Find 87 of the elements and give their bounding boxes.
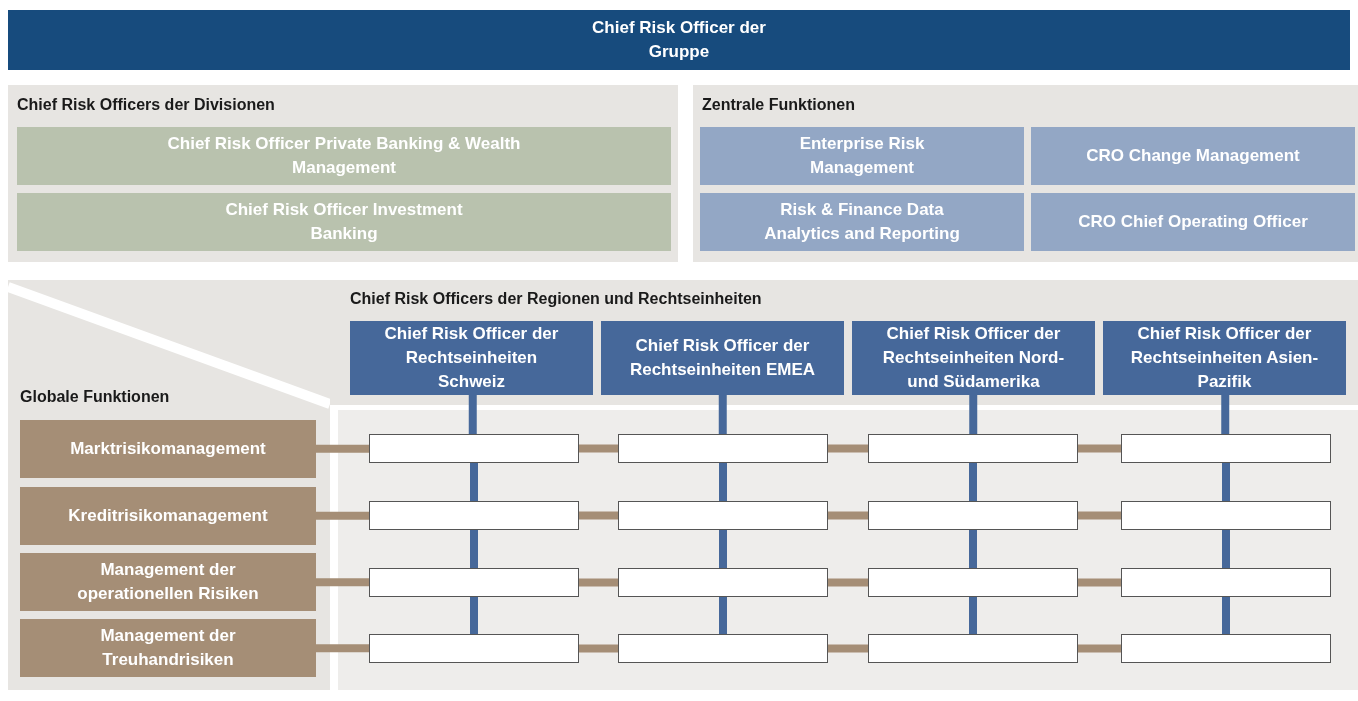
box-label: CRO Chief Operating Officer xyxy=(1078,211,1308,233)
box-label: Enterprise Risk Management xyxy=(798,133,926,179)
group-panel xyxy=(693,85,1358,262)
connector-line xyxy=(719,530,727,568)
function-box xyxy=(20,487,316,545)
region-box xyxy=(1103,321,1346,395)
connector-line xyxy=(579,644,618,653)
panel-heading: Globale Funktionen xyxy=(20,387,170,407)
connector-line xyxy=(828,444,868,453)
connector-line xyxy=(1078,511,1121,520)
box-label: Risk & Finance Data Analytics and Reporting xyxy=(763,199,961,245)
function-box xyxy=(1031,127,1355,185)
connector-line xyxy=(969,395,978,434)
connector-line xyxy=(969,597,977,634)
group-panel xyxy=(330,280,1358,405)
matrix-cell xyxy=(868,634,1078,663)
matrix-cell xyxy=(369,501,579,530)
matrix-cell xyxy=(1121,434,1331,463)
group-panel xyxy=(8,280,330,690)
connector-line xyxy=(969,463,977,501)
division-box xyxy=(17,127,671,185)
box-label: Chief Risk Officer der Rechtseinheiten Asien-Pazifik xyxy=(1129,323,1320,393)
header-bar xyxy=(8,10,1350,70)
connector-line xyxy=(579,578,618,587)
matrix-cell xyxy=(618,568,828,597)
box-label: Chief Risk Officer der Gruppe xyxy=(591,17,767,63)
box-label: Chief Risk Officer der Rechtseinheiten EMEA xyxy=(628,335,817,381)
connector-line xyxy=(470,597,478,634)
connector-line xyxy=(470,463,478,501)
box-label: Chief Risk Officer Private Banking & Wealth Management xyxy=(166,133,522,179)
box-label: CRO Change Management xyxy=(1086,145,1300,167)
connector-line xyxy=(1222,597,1230,634)
matrix-cell xyxy=(868,568,1078,597)
connector-line xyxy=(828,511,868,520)
matrix-cell xyxy=(618,634,828,663)
box-label: Chief Risk Officer der Rechtseinheiten Schweiz xyxy=(383,323,560,393)
connector-line xyxy=(718,395,727,434)
connector-line xyxy=(1078,444,1121,453)
connector-line xyxy=(1221,395,1230,434)
matrix-cell xyxy=(868,501,1078,530)
matrix-cell xyxy=(369,634,579,663)
matrix-cell xyxy=(1121,501,1331,530)
connector-line xyxy=(468,395,477,434)
connector-line xyxy=(1222,530,1230,568)
region-box xyxy=(601,321,844,395)
function-box xyxy=(20,553,316,611)
matrix-cell xyxy=(369,568,579,597)
function-box xyxy=(20,420,316,478)
matrix-cell xyxy=(1121,568,1331,597)
matrix-cell xyxy=(1121,634,1331,663)
group-panel xyxy=(8,85,678,262)
function-box xyxy=(20,619,316,677)
connector-line xyxy=(316,578,369,587)
panel-heading: Chief Risk Officers der Divisionen xyxy=(17,95,275,115)
region-box xyxy=(852,321,1095,395)
box-label: Management der operationellen Risiken xyxy=(76,559,260,605)
connector-line xyxy=(579,511,618,520)
connector-line xyxy=(969,530,977,568)
matrix-panel xyxy=(338,410,1358,690)
connector-line xyxy=(1078,644,1121,653)
connector-line xyxy=(828,578,868,587)
panel-heading: Zentrale Funktionen xyxy=(702,95,855,115)
box-label: Marktrisikomanagement xyxy=(70,438,266,460)
connector-line xyxy=(316,444,369,453)
function-box xyxy=(700,127,1024,185)
connector-line xyxy=(1078,578,1121,587)
connector-line xyxy=(719,597,727,634)
connector-line xyxy=(316,511,369,520)
box-label: Management der Treuhandrisiken xyxy=(99,625,237,671)
matrix-cell xyxy=(868,434,1078,463)
box-label: Chief Risk Officer der Rechtseinheiten Nord- und Südamerika xyxy=(881,323,1066,393)
connector-line xyxy=(1222,463,1230,501)
box-label: Kreditrisikomanagement xyxy=(68,505,268,527)
function-box xyxy=(700,193,1024,251)
connector-line xyxy=(470,530,478,568)
matrix-cell xyxy=(618,434,828,463)
matrix-cell xyxy=(369,434,579,463)
region-box xyxy=(350,321,593,395)
connector-line xyxy=(316,644,369,653)
connector-line xyxy=(719,463,727,501)
connector-line xyxy=(579,444,618,453)
matrix-cell xyxy=(618,501,828,530)
connector-line xyxy=(828,644,868,653)
box-label: Chief Risk Officer Investment Banking xyxy=(224,199,464,245)
panel-heading: Chief Risk Officers der Regionen und Rechtseinheiten xyxy=(350,289,762,309)
function-box xyxy=(1031,193,1355,251)
division-box xyxy=(17,193,671,251)
